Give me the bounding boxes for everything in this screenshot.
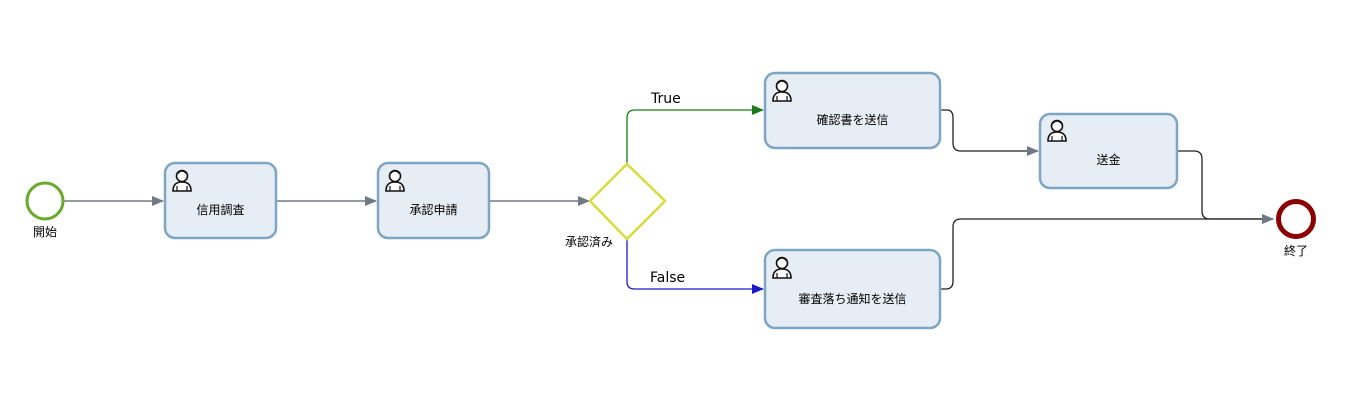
gateway-label: 承認済み	[565, 234, 613, 249]
task-label: 確認書を送信	[816, 112, 888, 127]
end-event-label: 終了	[1284, 243, 1308, 258]
flow-true-label: True	[650, 91, 681, 107]
task-send-confirmation[interactable]: 確認書を送信	[763, 71, 942, 150]
start-event-label: 開始	[33, 225, 57, 239]
task-label: 送金	[1096, 152, 1120, 167]
flow-confirmation-to-remittance	[941, 109, 1039, 156]
task-label: 審査落ち通知を送信	[798, 291, 906, 306]
task-credit-check[interactable]: 信用調査	[163, 161, 278, 240]
end-event[interactable]	[1276, 199, 1316, 239]
flow-false-label: False	[650, 270, 685, 286]
flow-true	[626, 105, 764, 163]
flow-remittance-to-end	[1178, 150, 1274, 224]
flow-rejection-to-end	[941, 214, 1274, 290]
start-event[interactable]	[25, 181, 65, 221]
task-label: 信用調査	[196, 203, 244, 217]
task-send-rejection[interactable]: 審査落ち通知を送信	[763, 248, 942, 330]
task-approval-request[interactable]: 承認申請	[376, 161, 491, 240]
task-label: 承認申請	[409, 202, 457, 217]
exclusive-gateway[interactable]	[588, 162, 667, 241]
task-remittance[interactable]: 送金	[1038, 112, 1179, 190]
flow-false	[626, 239, 764, 294]
